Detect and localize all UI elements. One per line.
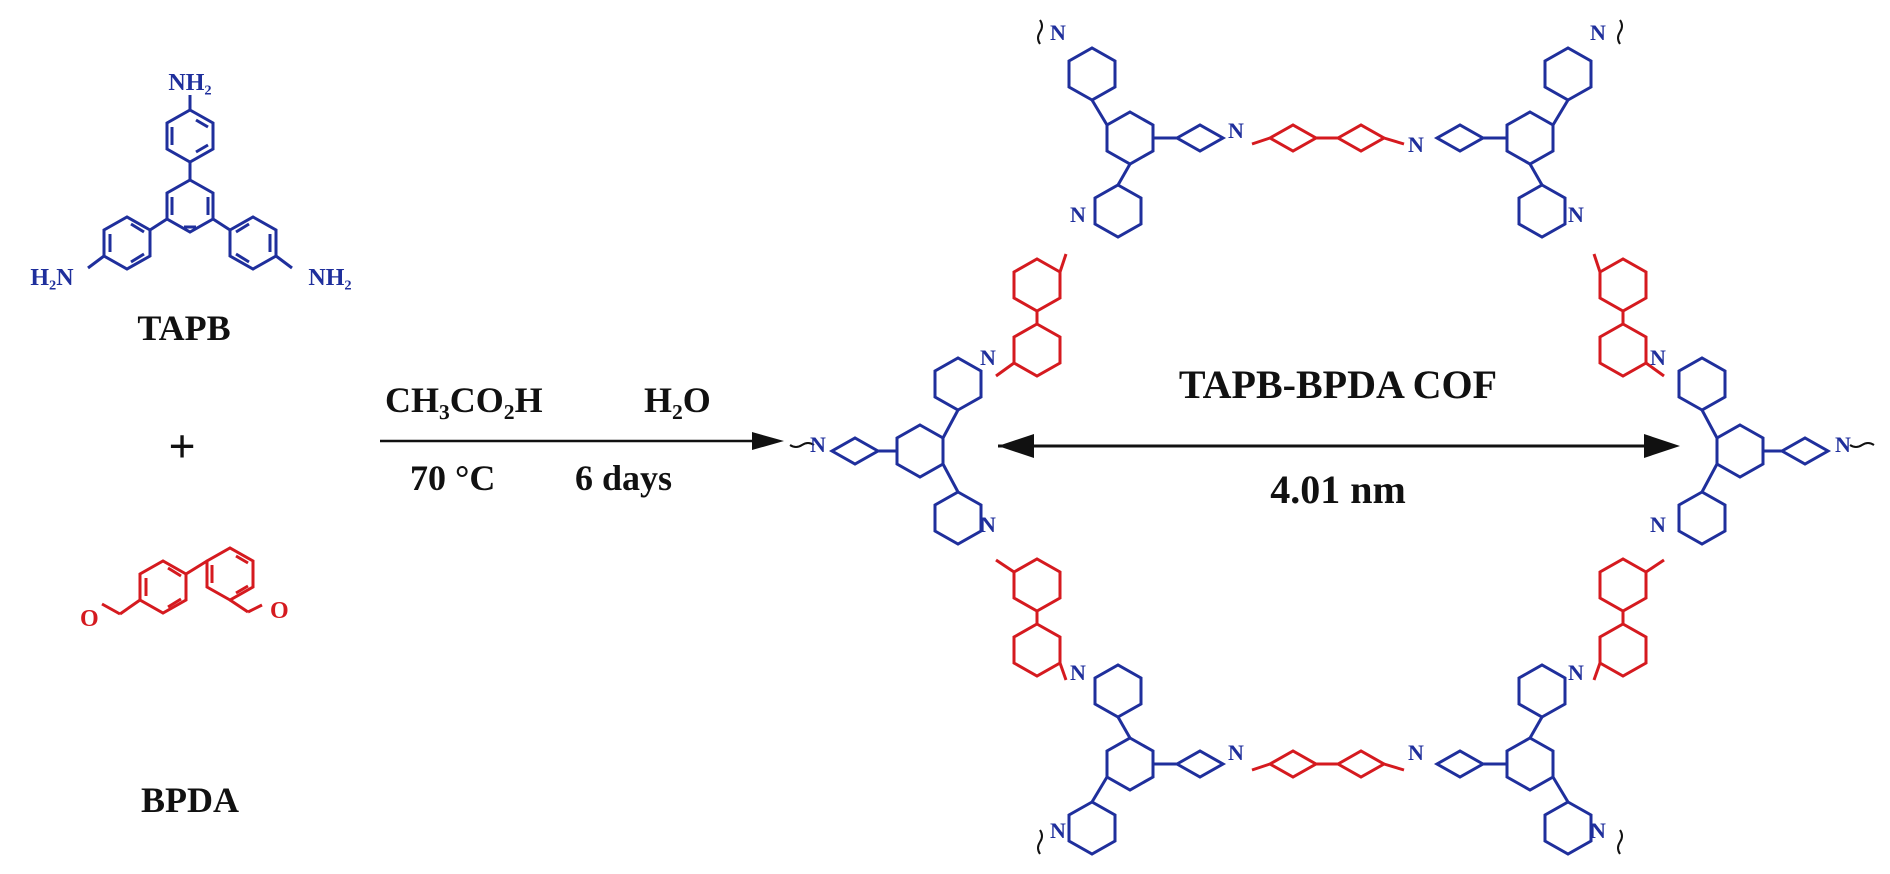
linker-bottom — [1251, 749, 1405, 779]
svg-text:N: N — [1228, 118, 1244, 143]
reaction-arrow — [380, 432, 784, 450]
svg-text:N: N — [1650, 512, 1666, 537]
svg-text:N: N — [1568, 660, 1584, 685]
svg-text:N: N — [1408, 132, 1424, 157]
node-right — [1677, 356, 1832, 546]
continuation-bonds — [789, 19, 1875, 855]
node-bottom-left — [1067, 663, 1227, 856]
tapb-label: TAPB — [137, 308, 230, 348]
plus-sign: + — [168, 420, 195, 473]
svg-text:N: N — [1650, 345, 1666, 370]
linker-lower-right — [1592, 557, 1665, 681]
imine-nitrogens: N N N N N N N N N N N N N N N N N N — [810, 20, 1851, 843]
pore-size-arrow — [998, 434, 1680, 458]
svg-text:N: N — [980, 345, 996, 370]
condition-acetic-acid: CH₃CO₂H — [385, 380, 543, 420]
svg-text:N: N — [1835, 432, 1851, 457]
svg-text:N: N — [1070, 202, 1086, 227]
svg-text:N: N — [1050, 20, 1066, 45]
cof-title: TAPB-BPDA COF — [1179, 362, 1497, 407]
bpda-molecule — [101, 546, 263, 616]
svg-text:N: N — [1590, 818, 1606, 843]
tapb-top-amine: NH₂ — [168, 70, 211, 96]
condition-time: 6 days — [575, 458, 672, 498]
tapb-molecule — [87, 95, 293, 271]
linker-lower-left — [995, 557, 1068, 681]
node-top-left — [1067, 46, 1227, 239]
tapb-right-amine: NH₂ — [308, 265, 351, 291]
node-left — [828, 356, 983, 546]
pore-size-label: 4.01 nm — [1270, 467, 1406, 512]
svg-text:N: N — [1568, 202, 1584, 227]
condition-temperature: 70 °C — [410, 458, 495, 498]
svg-text:N: N — [1050, 818, 1066, 843]
svg-text:N: N — [1070, 660, 1086, 685]
node-top-right — [1433, 46, 1593, 239]
bpda-label: BPDA — [141, 780, 239, 820]
bpda-left-oxygen: O — [80, 606, 99, 632]
svg-text:N: N — [810, 432, 826, 457]
svg-text:N: N — [1590, 20, 1606, 45]
bpda-right-oxygen: O — [270, 598, 289, 624]
tapb-left-amine: H₂N — [30, 265, 74, 291]
node-bottom-right — [1433, 663, 1593, 856]
cof-framework — [789, 19, 1875, 856]
svg-text:N: N — [1408, 740, 1424, 765]
linker-upper-left — [995, 253, 1068, 378]
svg-text:N: N — [980, 512, 996, 537]
svg-text:N: N — [1228, 740, 1244, 765]
linker-top — [1251, 123, 1405, 153]
linker-upper-right — [1592, 253, 1665, 378]
condition-water: H₂O — [644, 380, 711, 420]
